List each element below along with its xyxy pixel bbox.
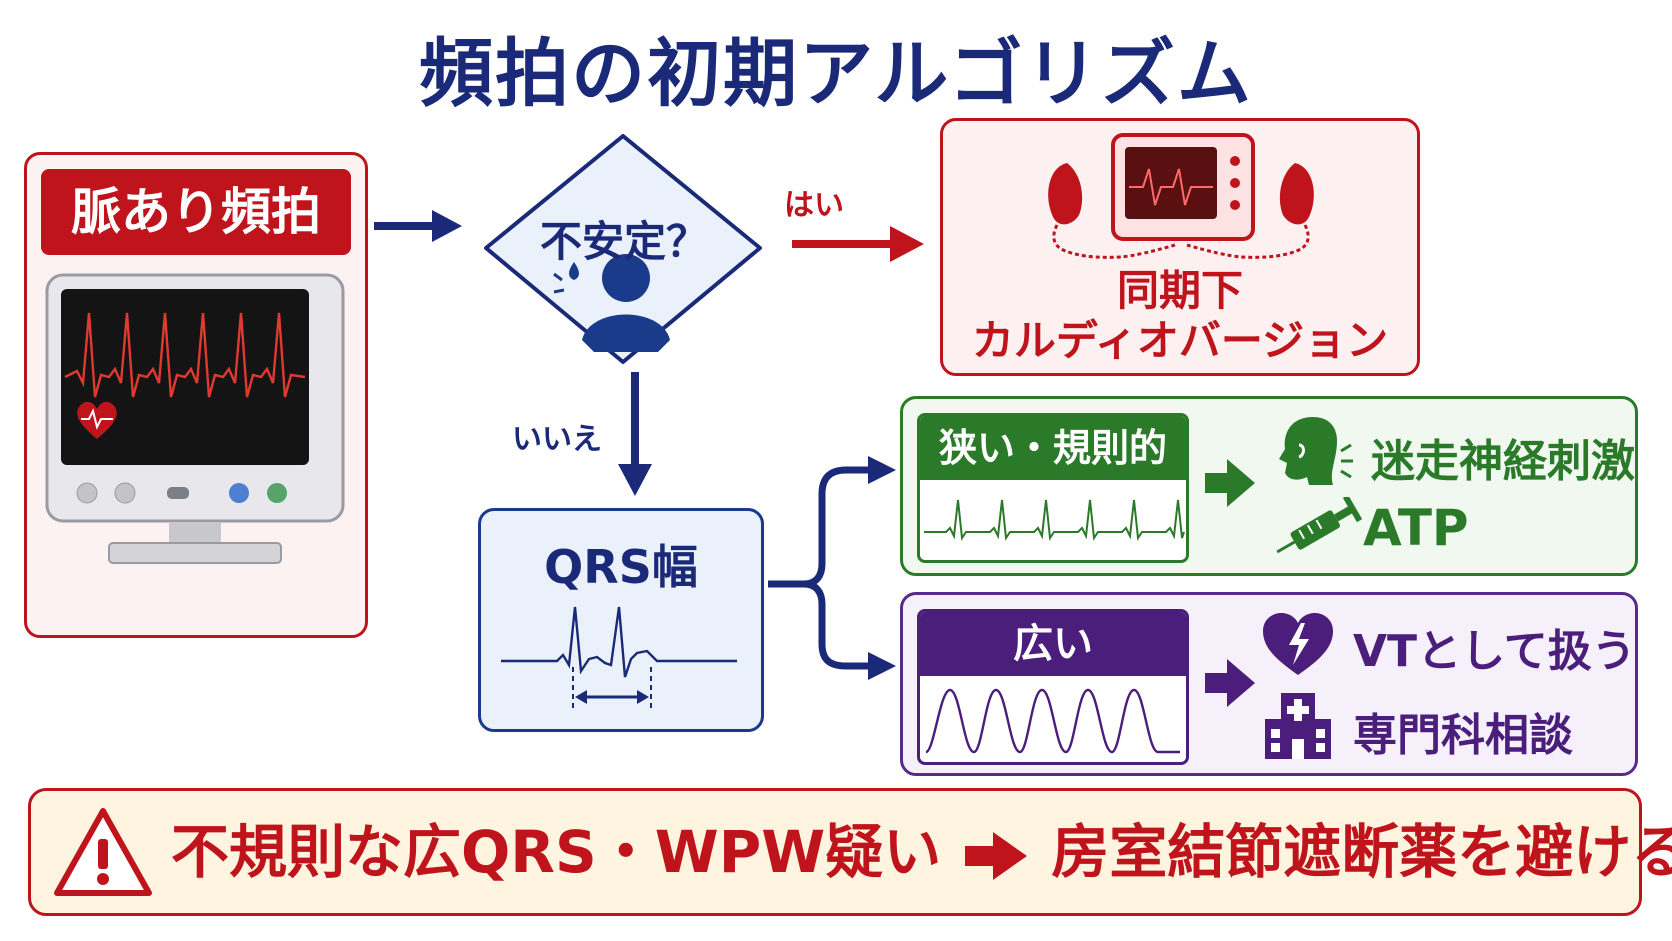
wide-qrs-label: 広い: [920, 612, 1186, 676]
arrow-to-narrow-actions: [1205, 459, 1255, 507]
qrs-width-card: QRS幅: [478, 508, 764, 732]
ecg-monitor-icon: [45, 273, 345, 564]
cardioversion-card: 同期下 カルディオバージョン: [940, 118, 1420, 376]
warning-arrow: [965, 831, 1028, 880]
arrow-to-wide-actions: [1205, 659, 1255, 707]
vagal-maneuver-text: 迷走神経刺激: [1371, 436, 1635, 487]
warning-advice: 房室結節遮断薬を避ける: [1051, 818, 1672, 886]
decision-question: 不安定？: [539, 217, 708, 266]
cardioversion-line2: カルディオバージョン: [971, 316, 1389, 365]
vagal-maneuver-icon: [1279, 417, 1353, 485]
wide-ecg-icon: [924, 688, 1180, 754]
narrow-regular-card: 狭い・規則的 迷走神経刺激 ATP: [900, 396, 1638, 576]
yes-label: はい: [784, 188, 844, 223]
arrow-to-decision: [374, 210, 462, 242]
broken-heart-icon: [1263, 613, 1333, 675]
cardioversion-line1: 同期下: [1116, 266, 1243, 315]
narrow-regular-label: 狭い・規則的: [920, 416, 1186, 480]
wide-qrs-card: 広い VTとして扱う 専門科相談: [900, 592, 1638, 776]
arrow-to-cardioversion: [792, 226, 924, 262]
warning-icon: [54, 808, 152, 896]
specialist-consult-text: 専門科相談: [1353, 710, 1573, 761]
narrow-regular-box: 狭い・規則的: [917, 413, 1189, 563]
warning-text-row: 不規則な広QRS・WPW疑い 房室結節遮断薬を避ける: [171, 791, 1672, 913]
warning-condition: 不規則な広QRS・WPW疑い: [171, 818, 942, 886]
qrs-complex-icon: [501, 606, 737, 709]
page-title: 頻拍の初期アルゴリズム: [419, 31, 1253, 117]
syringe-icon: [1276, 497, 1363, 554]
hospital-icon: [1265, 693, 1331, 759]
arrow-to-qrs: [618, 372, 652, 496]
wide-qrs-box: 広い: [917, 609, 1189, 765]
defibrillator-icon: [1048, 133, 1314, 259]
narrow-ecg-icon: [924, 499, 1185, 541]
treat-as-vt-text: VTとして扱う: [1353, 626, 1636, 677]
pulse-tachycardia-label: 脈あり頻拍: [41, 169, 351, 255]
qrs-width-label: QRS幅: [544, 540, 698, 594]
unstable-decision-diamond: [484, 134, 762, 364]
pulse-tachycardia-card: 脈あり頻拍: [24, 152, 368, 638]
qrs-branch-arrows: [768, 456, 896, 680]
warning-bar: 不規則な広QRS・WPW疑い 房室結節遮断薬を避ける: [28, 788, 1672, 916]
atp-text: ATP: [1363, 499, 1469, 557]
no-label: いいえ: [512, 422, 602, 457]
